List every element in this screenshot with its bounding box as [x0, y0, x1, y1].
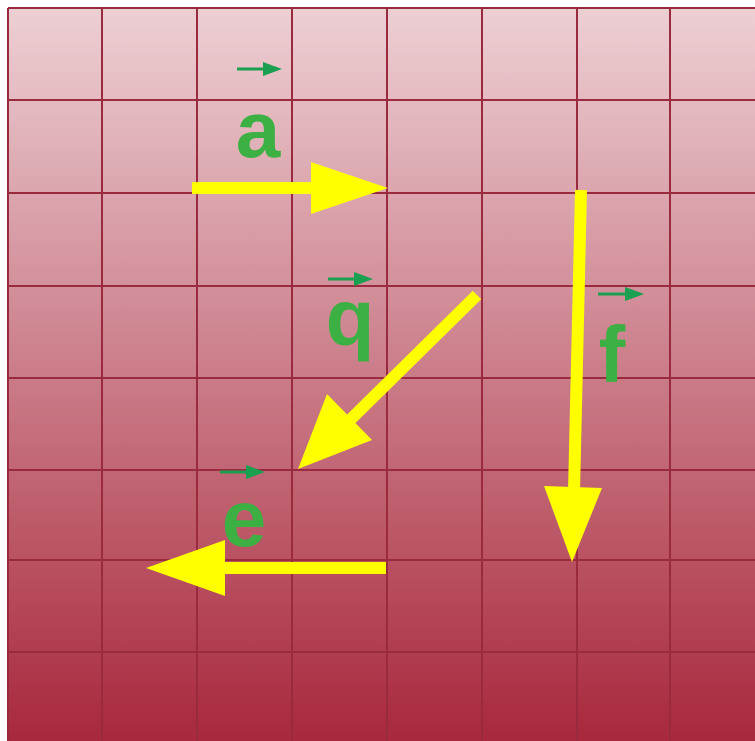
grid-lines	[7, 7, 755, 741]
label-q-text: q	[326, 273, 375, 362]
vector-e-head	[146, 540, 225, 596]
vector-q-head	[298, 394, 372, 469]
label-f: f	[598, 287, 644, 399]
grid-background	[8, 8, 755, 741]
vector-q-shaft	[345, 290, 482, 425]
vector-e	[146, 540, 386, 596]
vector-q	[298, 290, 482, 469]
label-q: q	[326, 272, 375, 362]
vector-a	[192, 162, 388, 214]
vector-f-head	[544, 486, 602, 562]
label-a-text: a	[236, 85, 281, 174]
label-a: a	[236, 62, 282, 174]
vector-f	[544, 189, 602, 562]
vector-f-shaft	[568, 189, 587, 493]
label-f-text: f	[599, 310, 626, 399]
vector-a-head	[311, 162, 388, 214]
label-e: e	[220, 465, 266, 563]
label-e-text: e	[222, 474, 267, 563]
